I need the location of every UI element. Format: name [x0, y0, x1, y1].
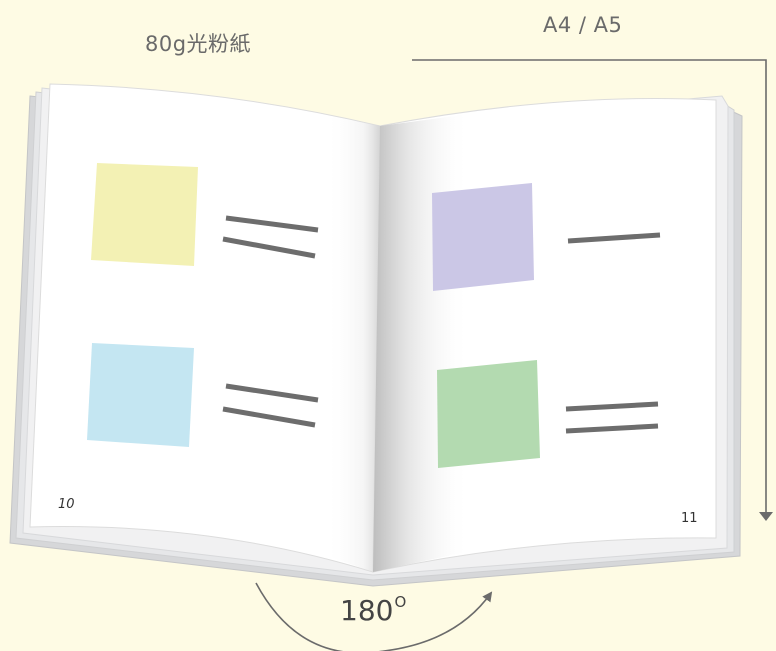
left-page-text-lines-bottom	[222, 383, 319, 428]
left-page-number: 10	[58, 497, 75, 512]
green-image-placeholder	[437, 360, 540, 468]
right-page-text-line-top	[567, 232, 661, 244]
left-page-text-lines-top	[222, 215, 319, 259]
yellow-image-placeholder	[91, 163, 198, 266]
size-dimension-arrow	[412, 59, 773, 521]
angle-value: 180	[340, 594, 394, 627]
rotation-arrow	[255, 582, 493, 651]
left-gutter-shadow	[325, 116, 380, 572]
paper-weight-label: 80g光粉紙	[145, 32, 252, 56]
right-page-number: 11	[681, 511, 698, 526]
right-gutter-shadow	[373, 114, 470, 572]
angle-degree-symbol: O	[394, 593, 407, 611]
purple-image-placeholder	[432, 183, 534, 291]
blue-image-placeholder	[87, 343, 194, 447]
open-angle-label: 180O	[340, 593, 406, 627]
right-page-text-lines-bottom	[565, 401, 659, 434]
paper-size-label: A4 / A5	[543, 13, 623, 37]
